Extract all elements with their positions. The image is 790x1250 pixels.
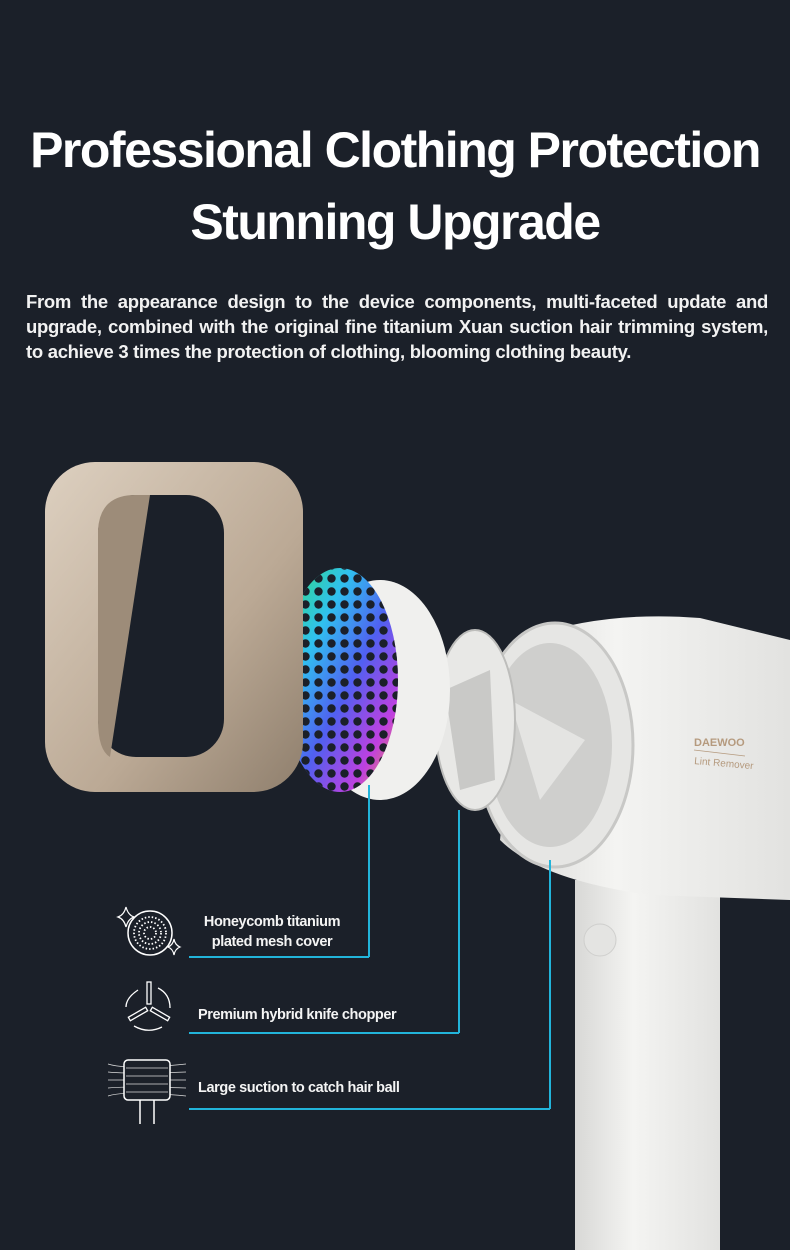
honeycomb-mesh-cover — [282, 568, 450, 800]
feature-label-mesh: Honeycomb titanium plated mesh cover — [190, 912, 354, 952]
blade-disc — [434, 629, 516, 811]
feature-label-suction: Large suction to catch hair ball — [198, 1080, 400, 1096]
feature-label-mesh-line1: Honeycomb titanium — [203, 914, 341, 930]
feature-label-mesh-line2: plated mesh cover — [211, 934, 333, 950]
outer-frame — [45, 462, 303, 792]
honeycomb-mesh-icon — [116, 906, 182, 956]
callout-underline-blade — [189, 1032, 459, 1034]
callout-underline-suction — [189, 1108, 550, 1110]
headline-line2: Stunning Upgrade — [190, 194, 601, 250]
suction-fan-icon — [107, 1059, 187, 1124]
callout-line-suction — [549, 860, 551, 1109]
product-exploded-view: DAEWOO Lint Remover — [45, 462, 790, 1250]
headline-line1: Professional Clothing Protection — [30, 122, 761, 178]
callout-underline-mesh — [189, 956, 369, 958]
device-body — [475, 616, 790, 1250]
callout-line-blade — [458, 810, 460, 1033]
model-name: Lint Remover — [694, 756, 755, 772]
feature-label-blade: Premium hybrid knife chopper — [198, 1007, 397, 1023]
description: From the appearance design to the device… — [26, 291, 768, 362]
rotating-blades-icon — [125, 981, 171, 1031]
callout-line-mesh — [368, 785, 370, 957]
brand-logo: DAEWOO — [694, 737, 745, 749]
